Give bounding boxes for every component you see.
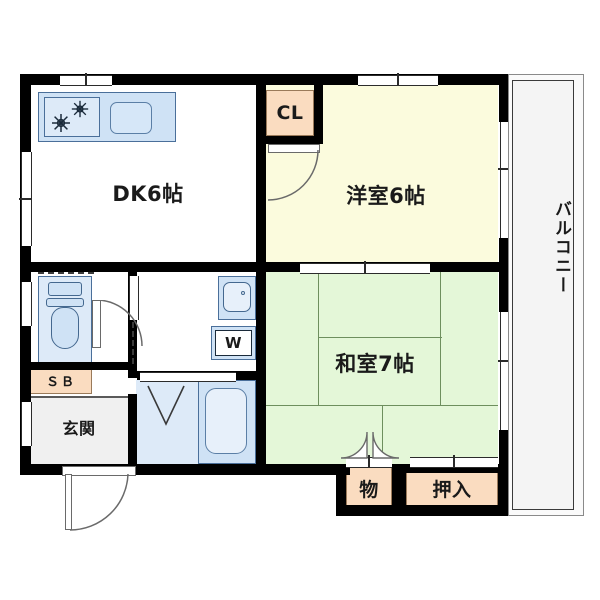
storage-mono [346,466,392,510]
room-label-washitsu: 和室7帖 [335,352,415,376]
tatami-line-3 [318,337,442,339]
wall-toilet-hallway [128,262,137,378]
balcony-floor [512,80,574,510]
tatami-line-1 [318,272,320,406]
wall-oshiire-right [498,464,510,516]
washer-label: W [224,334,243,352]
toilet-tank [48,282,82,296]
bathtub [205,388,247,454]
door-entrance-leaf[interactable] [62,466,136,476]
wall-mono-left [336,464,346,516]
wall-mono-right [392,464,406,516]
room-fill-genkan [28,398,128,464]
wall-outer-right-top [499,74,510,122]
storage-shoebox-label: ＳＢ [45,374,76,390]
balcony-label: バルコニー [551,200,571,295]
stove-burner-icon-1 [52,114,70,132]
window-genkan-left[interactable] [21,402,32,446]
door-youshitsu-swing-icon [268,150,319,201]
window-kitchen-top-mullion [85,73,87,85]
toilet-seat-rim [46,298,84,307]
tatami-line-2 [440,272,442,406]
window-toilet-left[interactable] [21,282,32,326]
wall-toilet-hallway-lower [128,394,137,475]
genkan-step-line [31,396,128,398]
sliding-door-bath[interactable] [140,372,236,382]
sliding-door-oshiire-mullion [453,455,455,467]
washer-box [215,330,252,356]
door-youshitsu-leaf[interactable] [268,144,320,153]
kitchen-sink [110,102,152,134]
wall-outer-left [20,74,31,475]
wall-bottom-stub-right [392,464,510,473]
wall-internal-dk-youshitsu [256,74,266,262]
wall-outer-bottom [20,464,350,475]
sliding-door-washitsu-top-mullion [364,261,366,273]
wash-basin-drain-icon [241,291,245,295]
door-mono-double-swing-icon [340,432,400,459]
wall-internal-mid-left [20,262,266,272]
gas-stove [44,97,100,137]
stove-burner-icon-2 [71,100,89,118]
wall-hallway-washitsu [256,262,266,475]
door-toilet-swing-icon [98,300,143,347]
room-label-youshitsu: 洋室6帖 [346,184,426,208]
window-youshitsu-right-mullion [498,168,511,170]
sliding-door-mono-mullion [368,455,370,467]
wall-toilet-bottom [20,362,130,370]
window-youshitsu-top-mullion [397,73,399,85]
door-toilet-leaf[interactable] [92,300,101,348]
sliding-door-washroom[interactable] [129,276,139,320]
door-entrance-swing-icon [69,474,129,531]
door-entrance-panel[interactable] [65,474,72,530]
wall-cl-partition [314,84,323,140]
window-washitsu-right-mullion [498,360,511,362]
room-label-genkan: 玄関 [62,419,96,438]
wash-basin [223,282,251,312]
door-hallway-dashed [132,322,134,364]
shower-drain-icon [147,385,185,426]
wall-outer-right-mid [499,238,510,312]
storage-cl [266,90,314,136]
toilet-top-dashed [38,272,94,274]
storage-mono-label: 物 [359,478,379,501]
room-label-dk: DK6帖 [112,182,184,206]
storage-cl-label: CL [276,102,304,124]
window-dk-left-mullion [19,198,32,200]
storage-oshiire-label: 押入 [432,478,472,501]
toilet-bowl [51,307,79,349]
tatami-line-5 [382,405,384,466]
wall-outer-bottom-2 [336,505,510,516]
wall-cl-bottom [266,136,323,144]
